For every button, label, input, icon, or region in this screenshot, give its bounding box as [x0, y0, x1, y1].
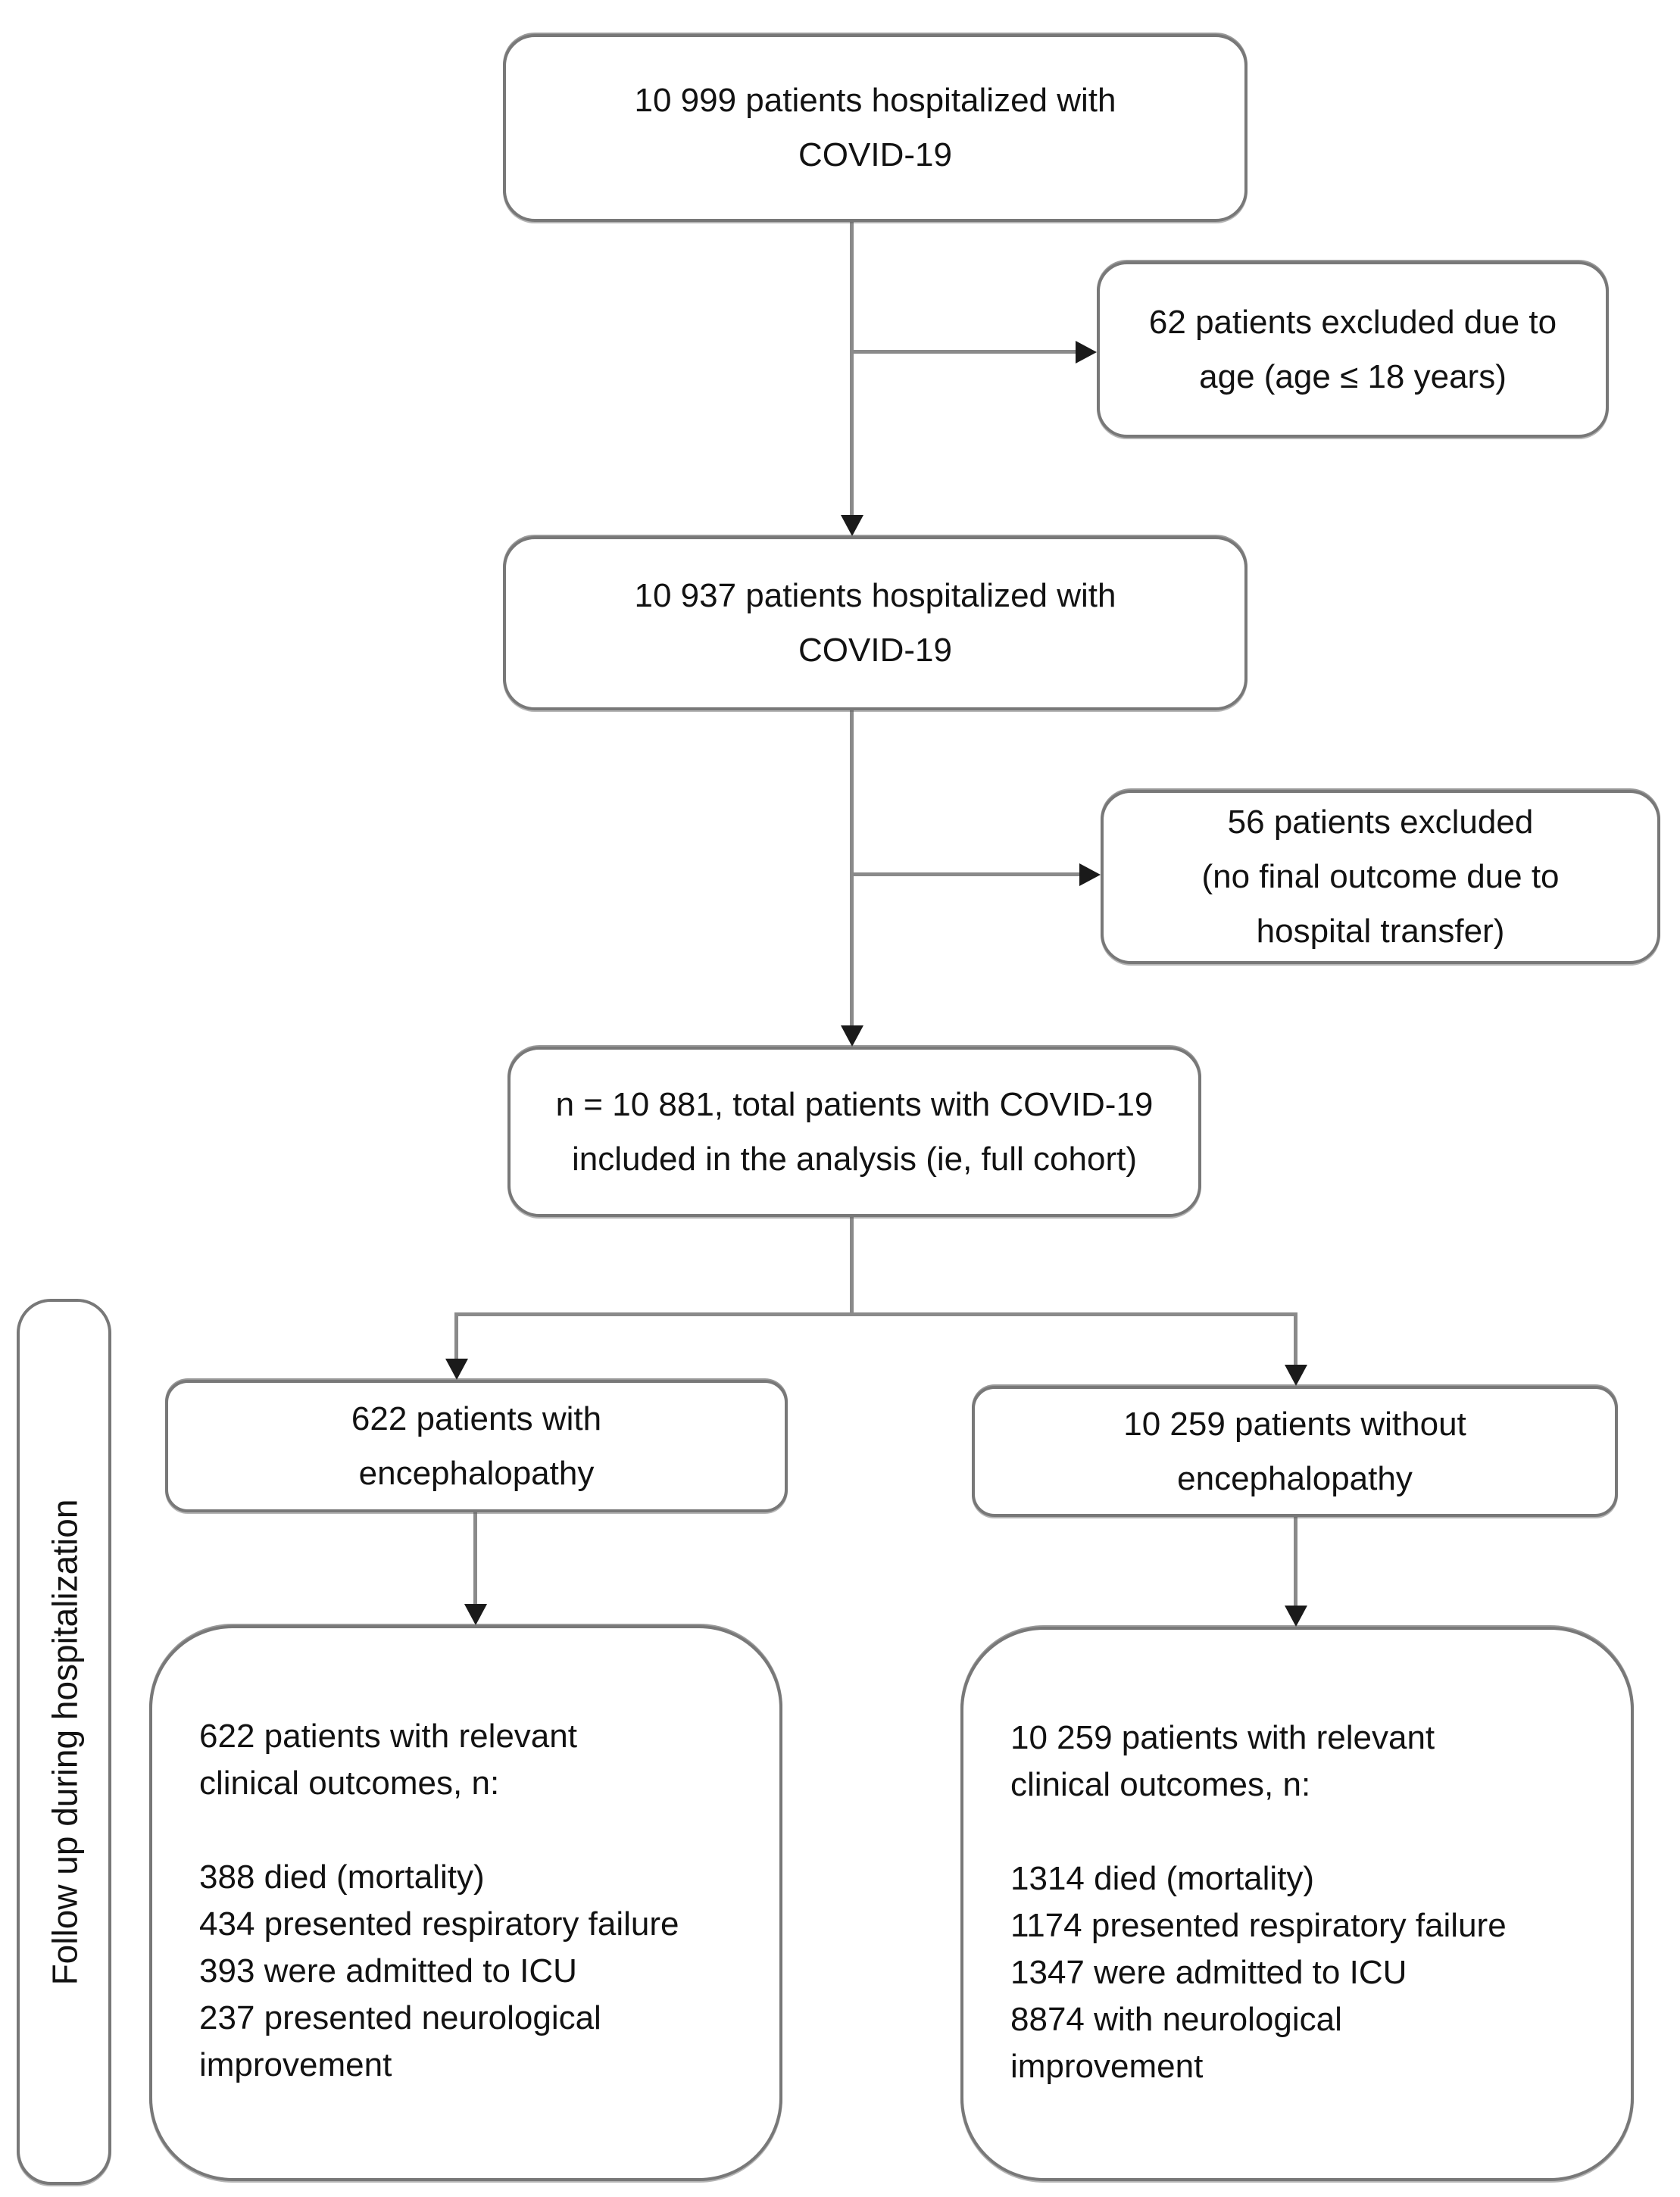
- connector-initial-to-adult: [850, 222, 854, 515]
- node-hospitalized-adult: 10 937 patients hospitalized with COVID-…: [503, 536, 1248, 710]
- node-text-line: (no final outcome due to: [1201, 858, 1560, 895]
- node-with-encephalopathy: 622 patients with encephalopathy: [165, 1380, 788, 1512]
- connector-encephalopathy-to-outcomes: [473, 1512, 477, 1605]
- node-text-line: hospital transfer): [1256, 913, 1505, 950]
- node-excluded-transfer: 56 patients excluded (no final outcome d…: [1101, 790, 1660, 964]
- arrowhead-into-outcomes-right: [1285, 1606, 1307, 1627]
- node-text-line: encephalopathy: [1177, 1459, 1413, 1497]
- connector-split-to-no-encephalopathy: [1294, 1312, 1297, 1365]
- node-hospitalized-initial: 10 999 patients hospitalized with COVID-…: [503, 34, 1248, 222]
- node-text-line: 1314 died (mortality): [1010, 1860, 1315, 1897]
- node-text-line: 10 259 patients with relevant: [1010, 1719, 1435, 1756]
- connector-adult-to-cohort: [850, 710, 854, 1025]
- connector-excluded-age-branch: [850, 350, 1077, 354]
- node-outcomes-with-encephalopathy: 622 patients with relevant clinical outc…: [149, 1625, 782, 2181]
- arrowhead-into-excluded-transfer: [1079, 863, 1101, 886]
- node-text-line: 393 were admitted to ICU: [199, 1952, 577, 1989]
- node-text-line: 1347 were admitted to ICU: [1010, 1954, 1407, 1991]
- arrowhead-into-adult-box: [841, 515, 863, 536]
- connector-split-to-encephalopathy: [454, 1312, 458, 1359]
- arrowhead-into-cohort-box: [841, 1025, 863, 1047]
- node-text-line: 62 patients excluded due to: [1148, 303, 1557, 341]
- arrowhead-into-outcomes-left: [464, 1604, 487, 1625]
- node-text-line: clinical outcomes, n:: [1010, 1766, 1311, 1803]
- node-text-line: 10 259 patients without: [1123, 1405, 1466, 1443]
- node-text-line: 388 died (mortality): [199, 1858, 485, 1896]
- node-text-line: included in the analysis (ie, full cohor…: [572, 1140, 1137, 1178]
- node-text-line: 56 patients excluded: [1227, 804, 1534, 841]
- node-without-encephalopathy: 10 259 patients without encephalopathy: [972, 1386, 1618, 1517]
- follow-up-phase-bracket: [17, 1299, 111, 2185]
- node-outcomes-without-encephalopathy: 10 259 patients with relevant clinical o…: [960, 1627, 1634, 2181]
- arrowhead-into-excluded-age: [1076, 341, 1097, 364]
- connector-excluded-transfer-branch: [850, 872, 1081, 876]
- node-text-line: COVID-19: [798, 136, 952, 173]
- node-text-line: 434 presented respiratory failure: [199, 1905, 679, 1943]
- node-full-cohort: n = 10 881, total patients with COVID-19…: [507, 1047, 1201, 1217]
- connector-cohort-to-split: [850, 1217, 854, 1314]
- node-text-line: 10 937 patients hospitalized with: [634, 577, 1116, 614]
- connector-no-encephalopathy-to-outcomes: [1294, 1517, 1297, 1606]
- follow-up-phase-label: Follow up during hospitalization: [45, 1499, 84, 1986]
- node-excluded-age: 62 patients excluded due to age (age ≤ 1…: [1097, 261, 1609, 438]
- node-text-line: age (age ≤ 18 years): [1199, 357, 1507, 395]
- node-text-line: 237 presented neurological: [199, 1999, 601, 2036]
- split-bar: [454, 1312, 1297, 1316]
- node-text-line: 8874 with neurological: [1010, 2001, 1342, 2038]
- node-text-line: clinical outcomes, n:: [199, 1765, 500, 1802]
- node-text-line: 1174 presented respiratory failure: [1010, 1907, 1507, 1944]
- node-text-line: 622 patients with: [351, 1400, 602, 1437]
- node-text-line: 622 patients with relevant: [199, 1718, 577, 1755]
- node-text-line: n = 10 881, total patients with COVID-19: [555, 1085, 1154, 1123]
- node-text-line: encephalopathy: [358, 1454, 595, 1492]
- arrowhead-into-encephalopathy: [445, 1359, 468, 1380]
- arrowhead-into-no-encephalopathy: [1285, 1365, 1307, 1386]
- node-text-line: 10 999 patients hospitalized with: [634, 82, 1116, 119]
- node-text-line: COVID-19: [798, 632, 952, 669]
- node-text-line: improvement: [1010, 2048, 1204, 2085]
- node-text-line: improvement: [199, 2046, 392, 2083]
